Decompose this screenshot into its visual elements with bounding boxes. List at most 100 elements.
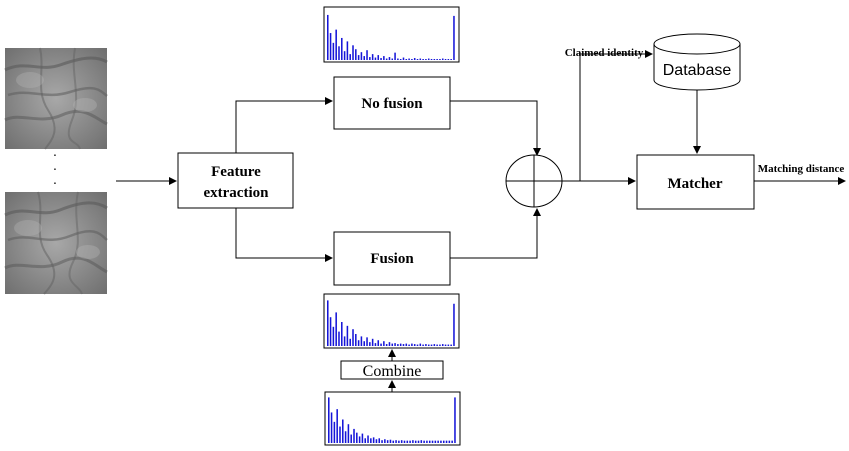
database-cylinder: Database [653, 33, 741, 91]
histogram-bottom-bar [353, 428, 355, 443]
vein-image-top [4, 47, 108, 150]
histogram-bottom-bar [375, 439, 378, 443]
histogram-bottom-bar [381, 440, 383, 443]
histogram-top-bar [391, 58, 394, 60]
feature-extraction-label-2: extraction [204, 185, 270, 201]
histogram-top-bar [419, 58, 422, 60]
histogram-fusion-bar [343, 336, 346, 346]
histogram-bottom-bar [412, 440, 414, 443]
vein-image-bottom [4, 191, 108, 295]
histogram-fusion [323, 293, 460, 349]
histogram-top-bar [332, 42, 335, 60]
histogram-fusion-bar [411, 343, 413, 346]
histogram-top-bar [338, 46, 340, 60]
histogram-fusion-bar [430, 344, 433, 346]
histogram-top-bar [447, 59, 450, 60]
histogram-fusion-bar [436, 344, 438, 346]
histogram-bottom [324, 391, 461, 446]
histogram-top-bar [439, 59, 441, 60]
histogram-top-bar [441, 58, 444, 60]
histogram-bottom-bar [420, 440, 423, 443]
histogram-top-bar [383, 56, 385, 60]
histogram-top-bar [388, 57, 391, 60]
histogram-bottom-bar [333, 421, 336, 443]
histogram-fusion-bar [377, 340, 380, 346]
ellipsis-dots: · · · [53, 149, 58, 192]
histogram-top-bar [405, 59, 408, 60]
no-fusion-to-sum [450, 100, 541, 156]
histogram-bottom-bar [339, 426, 341, 443]
histogram-fusion-bar [422, 344, 424, 346]
fusion-to-sum [450, 208, 541, 259]
histogram-fusion-bar [357, 340, 360, 346]
histogram-bottom-bar [423, 440, 425, 443]
histogram-bottom-bar [344, 431, 347, 443]
histogram-fusion-bar [397, 344, 399, 346]
histogram-fusion-bar [371, 338, 374, 346]
feature-extraction-box: Feature extraction [177, 152, 294, 209]
histogram-fusion-bar [327, 300, 329, 346]
histogram-fusion-bar [383, 341, 385, 346]
histogram-fusion-bar [399, 343, 402, 346]
histogram-bottom-bar [440, 440, 442, 443]
histogram-fusion-bar [388, 342, 391, 346]
histogram-bottom-bar [347, 424, 350, 443]
histogram-fusion-bar [441, 344, 444, 346]
branch-to-fusion [235, 208, 333, 262]
histogram-bottom-bar [386, 440, 389, 443]
histogram-bottom-bar [395, 440, 397, 443]
histogram-top-bar [369, 57, 371, 60]
histogram-bottom-bar [389, 439, 392, 443]
histogram-top-bar [402, 57, 405, 60]
histogram-fusion-bar [405, 343, 408, 346]
svg-text:·: · [53, 177, 58, 192]
histogram-top-bar [366, 50, 368, 60]
histogram-top-bar [327, 14, 329, 61]
histogram-fusion-bar [355, 334, 357, 346]
histogram-fusion-bar [363, 341, 365, 346]
histogram-fusion-bar [380, 343, 382, 346]
histogram-bottom-bar [378, 438, 381, 443]
combine-label: Combine [363, 363, 422, 380]
histogram-fusion-bar [447, 344, 450, 346]
histogram-top-bar [450, 59, 452, 60]
histogram-top-bar [329, 33, 332, 60]
histogram-top-bar [360, 52, 363, 60]
histogram-fusion-bar [338, 331, 340, 346]
histogram-bottom-bar [448, 440, 451, 443]
histogram-bottom-bar [437, 440, 439, 443]
histogram-fusion-bar [439, 344, 441, 346]
branch-to-no-fusion [235, 97, 333, 153]
histogram-fusion-bar [341, 322, 343, 346]
histogram-top [323, 6, 460, 63]
histogram-bottom-bar [414, 440, 417, 443]
histogram-fusion-bar [453, 303, 455, 346]
histogram-top-bar [371, 54, 374, 60]
histogram-fusion-bar [349, 338, 351, 346]
histogram-bottom-bar [451, 440, 453, 443]
histogram-bottom-bar [454, 397, 456, 443]
histogram-fusion-bar [352, 329, 354, 346]
combine-box: Combine [340, 360, 444, 380]
histogram-fusion-bar [385, 344, 388, 346]
histogram-fusion-bar [408, 344, 410, 346]
histogram-bottom-bar [370, 438, 372, 443]
svg-text:·: · [53, 163, 58, 178]
histogram-fusion-bar [433, 344, 436, 346]
histogram-top-bar [341, 37, 343, 60]
histogram-fusion-bar [450, 344, 452, 346]
histogram-fusion-bar [394, 343, 396, 346]
histogram-top-bar [355, 49, 357, 60]
histogram-bottom-bar [406, 440, 409, 443]
histogram-bottom-bar [358, 436, 361, 443]
histogram-fusion-bar [329, 317, 332, 346]
histogram-bottom-bar [426, 440, 428, 443]
histogram-bottom-bar [431, 440, 434, 443]
histogram-fusion-bar [346, 325, 349, 346]
histogram-fusion-bar [335, 312, 337, 346]
histogram-top-bar [352, 45, 354, 60]
histogram-top-bar [416, 59, 419, 60]
histogram-bottom-bar [442, 440, 445, 443]
fusion-box: Fusion [333, 231, 451, 286]
